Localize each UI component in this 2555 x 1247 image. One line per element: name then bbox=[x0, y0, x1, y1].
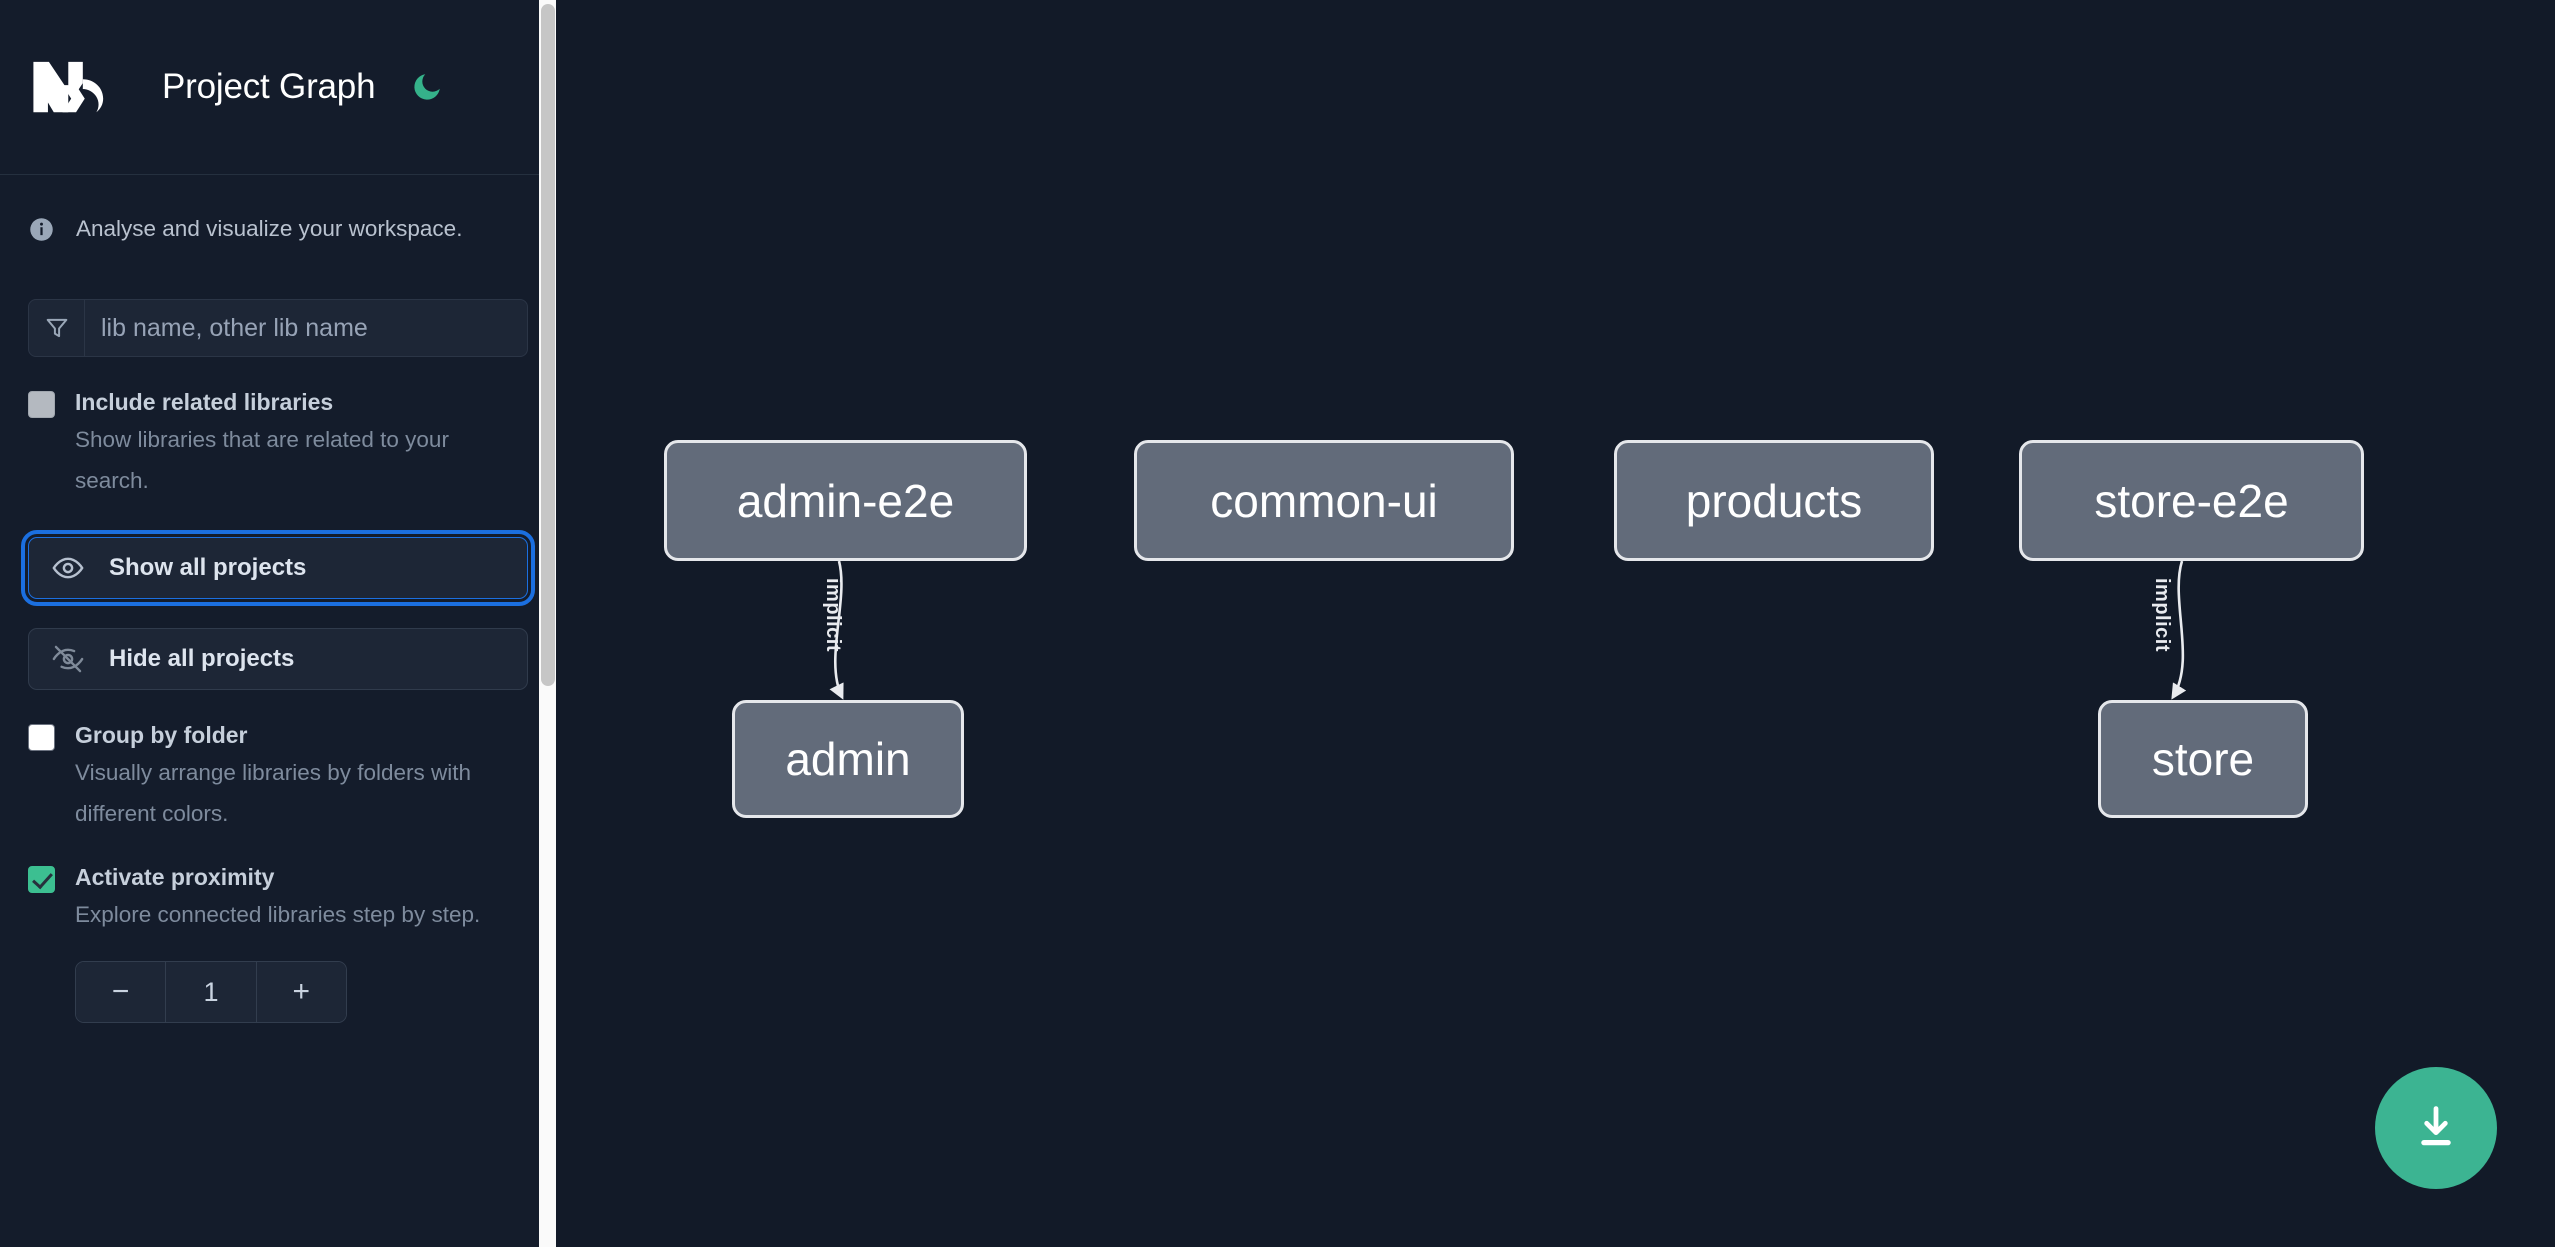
proximity-stepper: − 1 + bbox=[75, 961, 347, 1023]
graph-node-label: store bbox=[2151, 733, 2255, 785]
show-all-projects-label: Show all projects bbox=[109, 554, 307, 581]
page-title: Project Graph bbox=[162, 67, 376, 106]
moon-icon[interactable] bbox=[405, 65, 449, 109]
graph-node-label: admin-e2e bbox=[736, 474, 955, 527]
include-related-libraries-label: Include related libraries bbox=[75, 389, 334, 415]
graph-canvas[interactable]: admin-e2e common-ui products store-e2e a… bbox=[556, 0, 2555, 1247]
hide-all-projects-label: Hide all projects bbox=[109, 645, 295, 672]
sidebar-header: Project Graph bbox=[0, 0, 556, 175]
sidebar: Project Graph Analyse and visualize your… bbox=[0, 0, 556, 1247]
sidebar-body: Analyse and visualize your workspace. In… bbox=[0, 207, 556, 1023]
proximity-decrement-button[interactable]: − bbox=[76, 962, 166, 1022]
eye-icon bbox=[51, 551, 85, 585]
sidebar-scrollbar-thumb[interactable] bbox=[541, 4, 555, 686]
graph-node-store-e2e[interactable]: store-e2e bbox=[2019, 440, 2364, 561]
funnel-icon bbox=[29, 300, 85, 356]
group-by-folder-checkbox[interactable] bbox=[28, 724, 55, 751]
graph-node-common-ui[interactable]: common-ui bbox=[1134, 440, 1514, 561]
graph-node-store[interactable]: store bbox=[2098, 700, 2308, 818]
sidebar-scrollbar[interactable] bbox=[539, 0, 556, 1247]
include-related-libraries-checkbox[interactable] bbox=[28, 391, 55, 418]
graph-edges bbox=[829, 560, 2187, 700]
option-group-by-folder: Group by folder Visually arrange librari… bbox=[28, 718, 528, 834]
download-icon bbox=[2410, 1101, 2462, 1156]
proximity-value: 1 bbox=[165, 962, 257, 1022]
group-by-folder-description: Visually arrange libraries by folders wi… bbox=[75, 760, 472, 826]
graph-node-label: common-ui bbox=[1210, 474, 1438, 527]
show-all-projects-button[interactable]: Show all projects bbox=[21, 530, 535, 606]
download-graph-button[interactable] bbox=[2375, 1067, 2497, 1189]
option-activate-proximity: Activate proximity Explore connected lib… bbox=[28, 860, 528, 935]
workspace-info-text: Analyse and visualize your workspace. bbox=[76, 216, 463, 241]
edge-admin-e2e-admin bbox=[829, 560, 844, 700]
nx-logo-icon bbox=[28, 56, 126, 118]
graph-node-label: products bbox=[1685, 474, 1863, 527]
info-icon bbox=[28, 216, 55, 243]
edge-store-e2e-store bbox=[2171, 560, 2187, 700]
include-related-libraries-description: Show libraries that are related to your … bbox=[75, 427, 449, 493]
edge-label-admin-implicit: implicit bbox=[822, 578, 844, 653]
search-input[interactable] bbox=[85, 300, 527, 356]
activate-proximity-label: Activate proximity bbox=[75, 864, 275, 890]
proximity-increment-button[interactable]: + bbox=[256, 962, 346, 1022]
graph-node-label: store-e2e bbox=[2094, 474, 2289, 527]
graph-node-label: admin bbox=[785, 733, 911, 785]
edge-label-store-implicit: implicit bbox=[2151, 578, 2173, 653]
eye-off-icon bbox=[51, 642, 85, 676]
activate-proximity-checkbox[interactable] bbox=[28, 866, 55, 893]
activate-proximity-description: Explore connected libraries step by step… bbox=[75, 902, 481, 927]
hide-all-projects-button[interactable]: Hide all projects bbox=[28, 628, 528, 690]
graph-node-admin-e2e[interactable]: admin-e2e bbox=[664, 440, 1027, 561]
workspace-info: Analyse and visualize your workspace. bbox=[28, 207, 528, 251]
option-include-related-libraries: Include related libraries Show libraries… bbox=[28, 385, 528, 501]
graph-node-products[interactable]: products bbox=[1614, 440, 1934, 561]
filter-field[interactable] bbox=[28, 299, 528, 357]
graph-node-admin[interactable]: admin bbox=[732, 700, 964, 818]
group-by-folder-label: Group by folder bbox=[75, 722, 248, 748]
